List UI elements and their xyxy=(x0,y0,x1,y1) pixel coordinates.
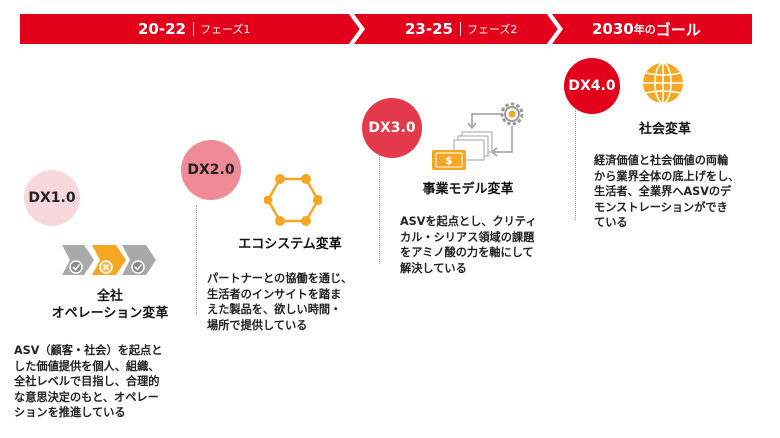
dx2-description: パートナーとの協働を通じ、 生活者のインサイトを踏ま えた製品を、欲しい時間・ … xyxy=(207,271,382,333)
phase2-years: 23-25 xyxy=(405,20,453,38)
dx1-desc-line: した価値提供を個人、組織、 xyxy=(14,359,160,373)
banner-segment-phase1 xyxy=(20,14,361,44)
dx3-desc-line: ASVを起点とし、クリティ xyxy=(400,215,537,228)
dx1-title: 全社 オペレーション変革 xyxy=(40,288,180,322)
globe-icon xyxy=(643,62,683,104)
dx3-description: ASVを起点とし、クリティ カル・シリアス領域の課題 をアミノ酸の力を軸にして … xyxy=(400,214,575,276)
dx1-desc-line: ションを推進している xyxy=(14,406,126,419)
dx4-desc-line: ている xyxy=(594,216,628,229)
phase1-name: フェーズ1 xyxy=(199,23,251,36)
connector-dx2 xyxy=(196,205,197,315)
connector-dx3 xyxy=(379,152,380,264)
dx2-badge: DX2.0 xyxy=(181,140,241,200)
dx4-desc-line: から業界全体の底上げをし、 xyxy=(594,169,740,183)
dx1-description: ASV（顧客・社会）を起点と した価値提供を個人、組織、 全社レベルで目指し、合… xyxy=(14,343,194,421)
dx3-desc-line: 解決している xyxy=(400,261,467,275)
phase1-divider xyxy=(192,22,194,36)
dx2-desc-line: えた製品を、欲しい時間・ xyxy=(207,303,342,316)
dx4-desc-line: 経済価値と社会価値の両輪 xyxy=(594,154,729,167)
connector-dx4 xyxy=(575,94,576,220)
goal-year: 2030 xyxy=(592,20,634,38)
dx4-description: 経済価値と社会価値の両輪 から業界全体の底上げをし、 生活者、全業界へASVのデ… xyxy=(594,153,774,231)
phase2-label: 23-25 フェーズ2 xyxy=(405,14,517,44)
dx2-desc-line: パートナーとの協働を通じ、 xyxy=(207,272,353,285)
goal-mid: 年の xyxy=(633,23,656,36)
dx3-title: 事業モデル変革 xyxy=(422,182,514,197)
phase1-years: 20-22 xyxy=(138,20,186,38)
phase2-divider xyxy=(459,22,461,36)
dx1-badge: DX1.0 xyxy=(24,170,80,226)
goal-word: ゴール xyxy=(655,20,701,39)
dx1-title-line2: オペレーション変革 xyxy=(51,306,169,321)
dx1-desc-line: ASV（顧客・社会）を起点と xyxy=(14,344,163,357)
process-chevrons-icon xyxy=(62,245,156,275)
dx3-desc-line: をアミノ酸の力を軸にして xyxy=(400,246,534,259)
phase2-name: フェーズ2 xyxy=(466,23,518,36)
dx4-title: 社会変革 xyxy=(638,122,691,137)
dx4-desc-line: 生活者、全業界へASVのデ xyxy=(594,185,732,198)
dx2-title: エコシステム変革 xyxy=(238,237,342,252)
banner-segment-phase2 xyxy=(354,14,559,44)
dx3-desc-line: カル・シリアス領域の課題 xyxy=(400,230,535,244)
business-model-icon: $ xyxy=(432,102,524,170)
dx1-desc-line: な意思決定のもと、オペレー xyxy=(14,390,159,404)
phase1-label: 20-22 フェーズ1 xyxy=(138,14,250,44)
dx4-badge: DX4.0 xyxy=(564,58,620,114)
dx1-desc-line: 全社レベルで目指し、合理的 xyxy=(14,375,160,388)
timeline-banner xyxy=(20,13,752,45)
banner-segment-goal xyxy=(552,14,752,44)
dx3-badge: DX3.0 xyxy=(362,98,422,158)
hexagon-network-icon xyxy=(264,174,322,226)
dx2-desc-line: 場所で提供している xyxy=(207,318,308,332)
dx1-title-line1: 全社 xyxy=(96,289,123,304)
dx4-desc-line: モンストレーションができ xyxy=(594,200,728,214)
svg-text:$: $ xyxy=(445,154,453,167)
dx2-desc-line: 生活者のインサイトを踏ま xyxy=(207,287,342,301)
